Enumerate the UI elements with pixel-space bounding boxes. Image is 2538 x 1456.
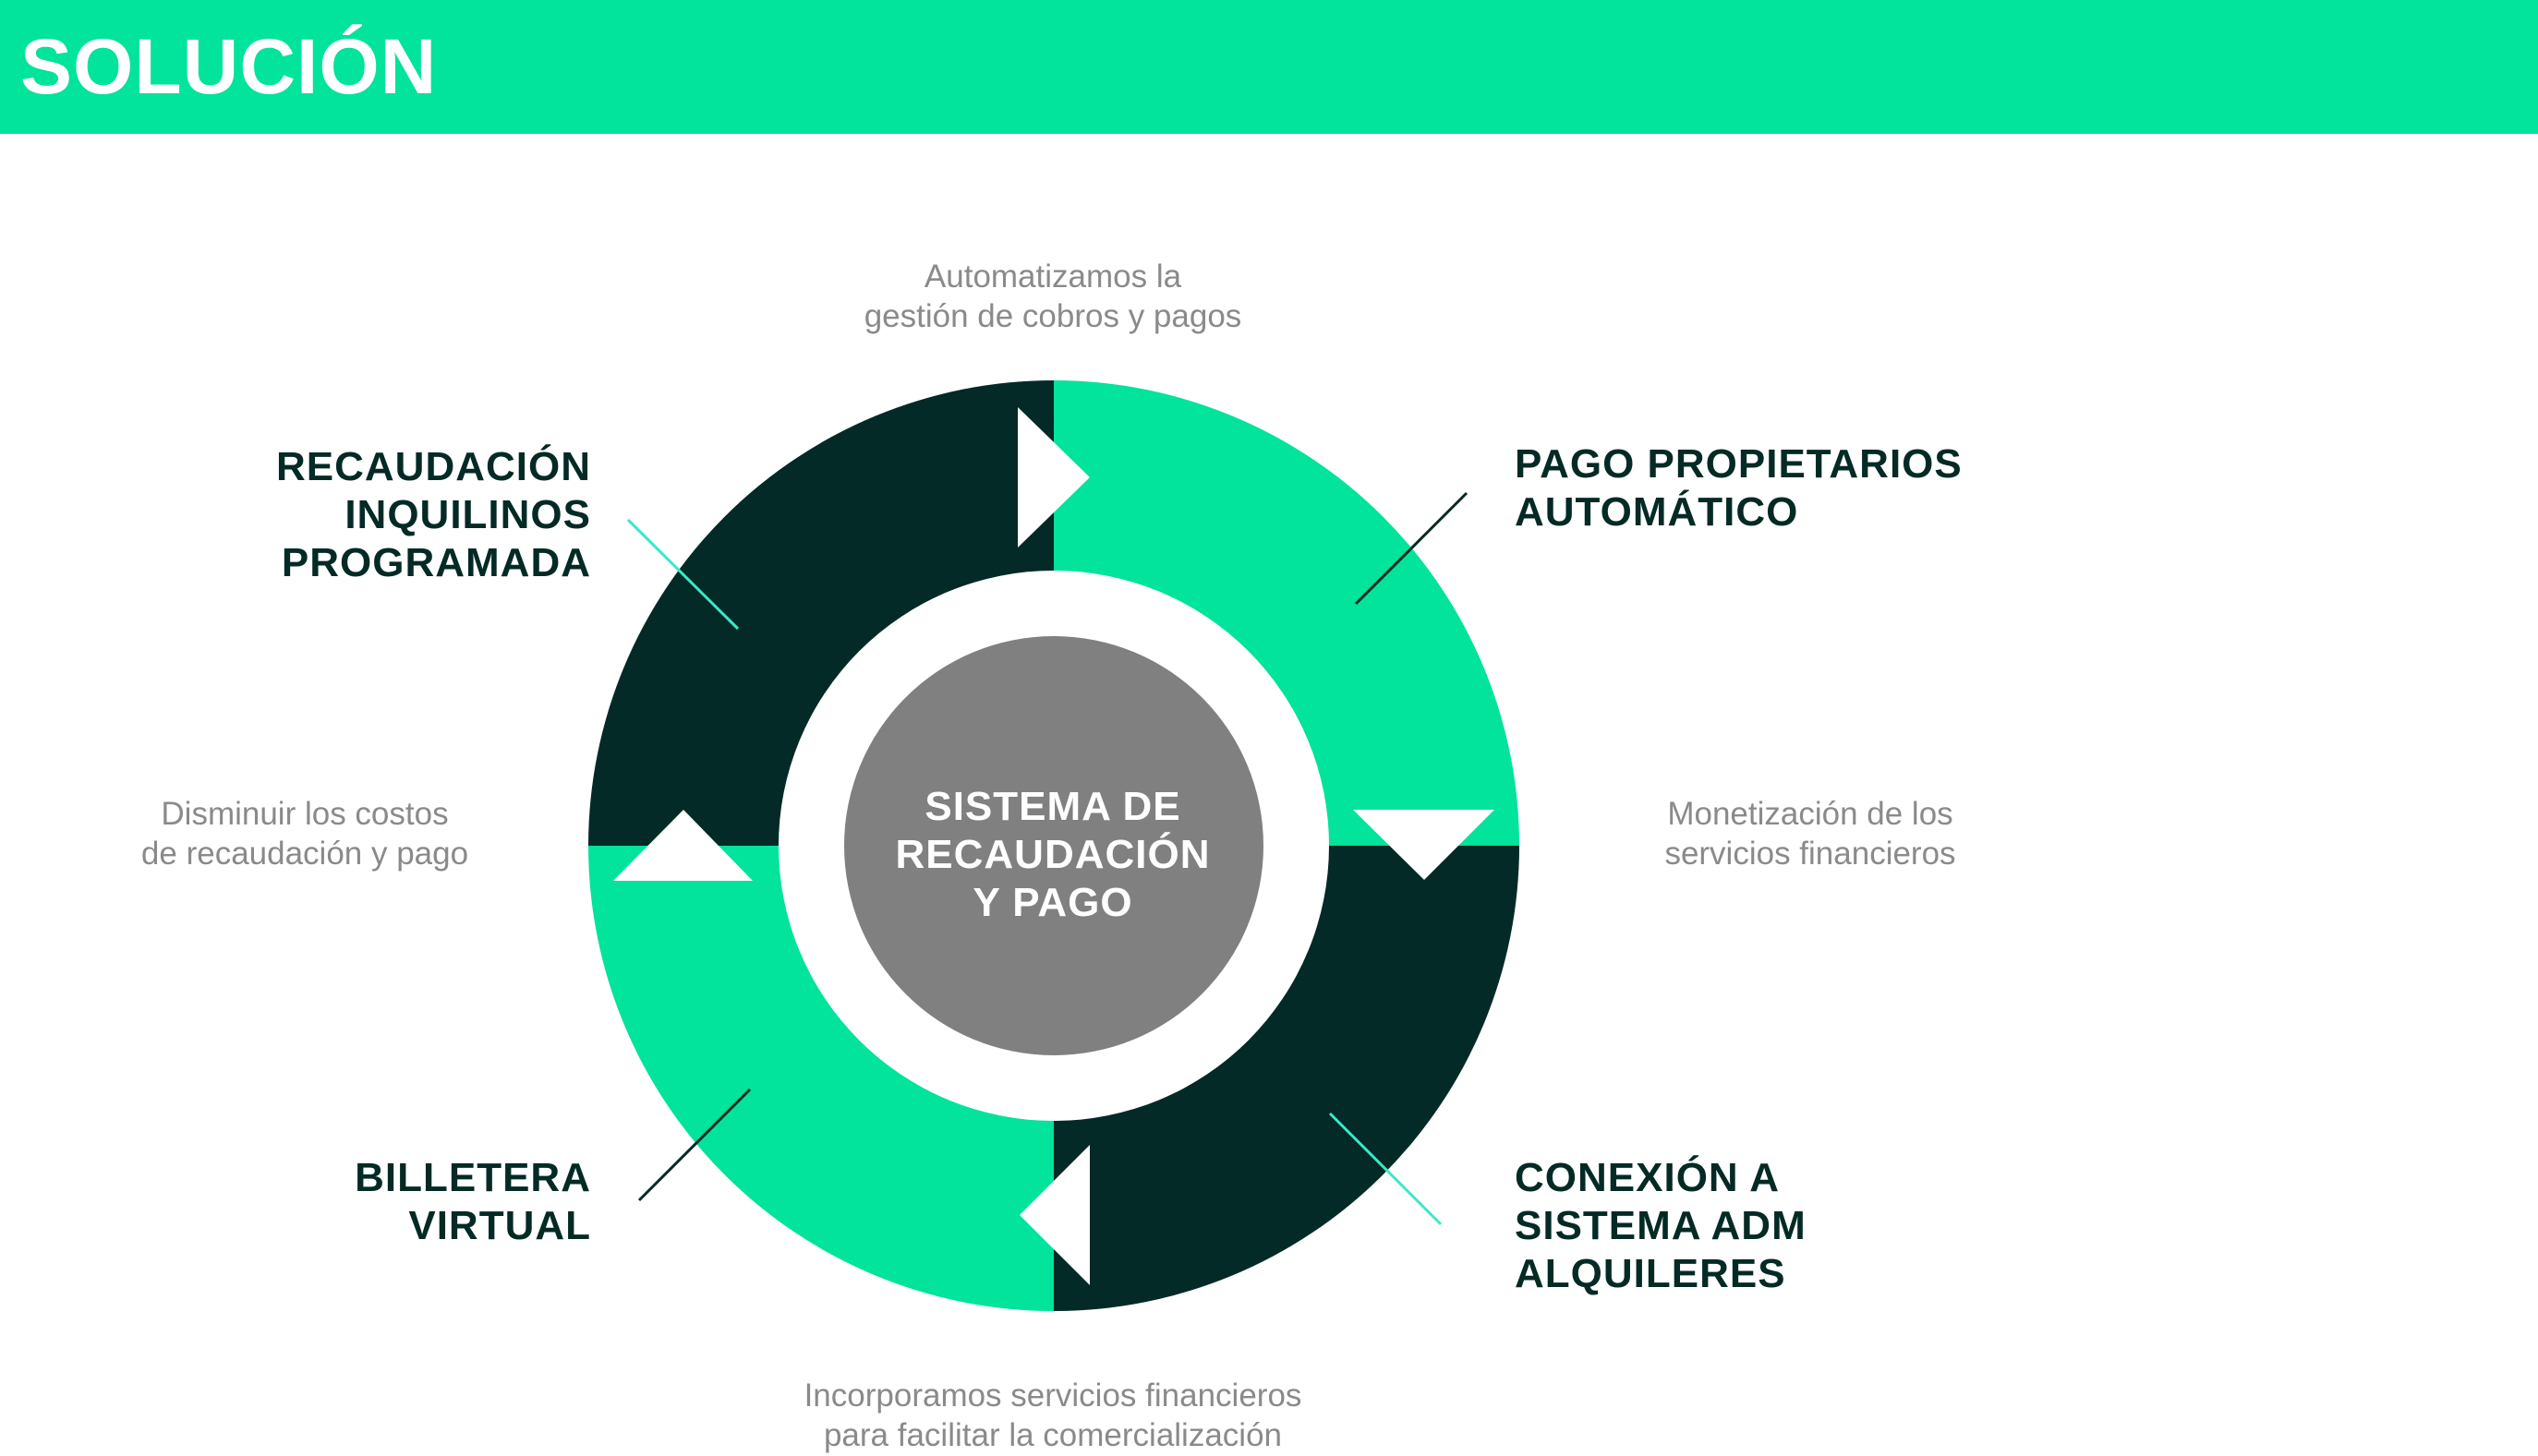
page-title: SOLUCIÓN xyxy=(20,23,438,110)
description-bottom: Incorporamos servicios financieros para … xyxy=(804,1378,1302,1453)
center-label-line: SISTEMA DE xyxy=(925,784,1181,829)
arrow-left-bottom xyxy=(1020,1145,1090,1285)
center-disc xyxy=(844,636,1263,1055)
center-label-line: Y PAGO xyxy=(973,880,1133,925)
header-bar: SOLUCIÓN xyxy=(0,0,2538,134)
arrow-right-top xyxy=(1018,407,1090,548)
arrow-up-left xyxy=(613,810,753,881)
connector-bottom-right xyxy=(1328,1112,1443,1226)
arrow-down-right xyxy=(1353,810,1494,880)
label-pago-propietarios: PAGO PROPIETARIOS AUTOMÁTICO xyxy=(1515,441,1963,535)
label-recaudacion-inquilinos: RECAUDACIÓN INQUILINOS PROGRAMADA xyxy=(276,444,591,585)
label-conexion-sistema: CONEXIÓN A SISTEMA ADM ALQUILERES xyxy=(1515,1155,1807,1296)
center-label: SISTEMA DE RECAUDACIÓN Y PAGO xyxy=(850,783,1256,927)
center-label-line: RECAUDACIÓN xyxy=(895,832,1211,877)
description-right: Monetización de los servicios financiero… xyxy=(1664,796,1956,872)
label-billetera-virtual: BILLETERA VIRTUAL xyxy=(355,1155,591,1248)
description-left: Disminuir los costos de recaudación y pa… xyxy=(140,796,469,872)
connector-top-left xyxy=(626,518,740,631)
connector-top-right xyxy=(1354,491,1468,606)
description-top: Automatizamos la gestión de cobros y pag… xyxy=(864,259,1242,334)
connector-bottom-left xyxy=(637,1088,752,1202)
